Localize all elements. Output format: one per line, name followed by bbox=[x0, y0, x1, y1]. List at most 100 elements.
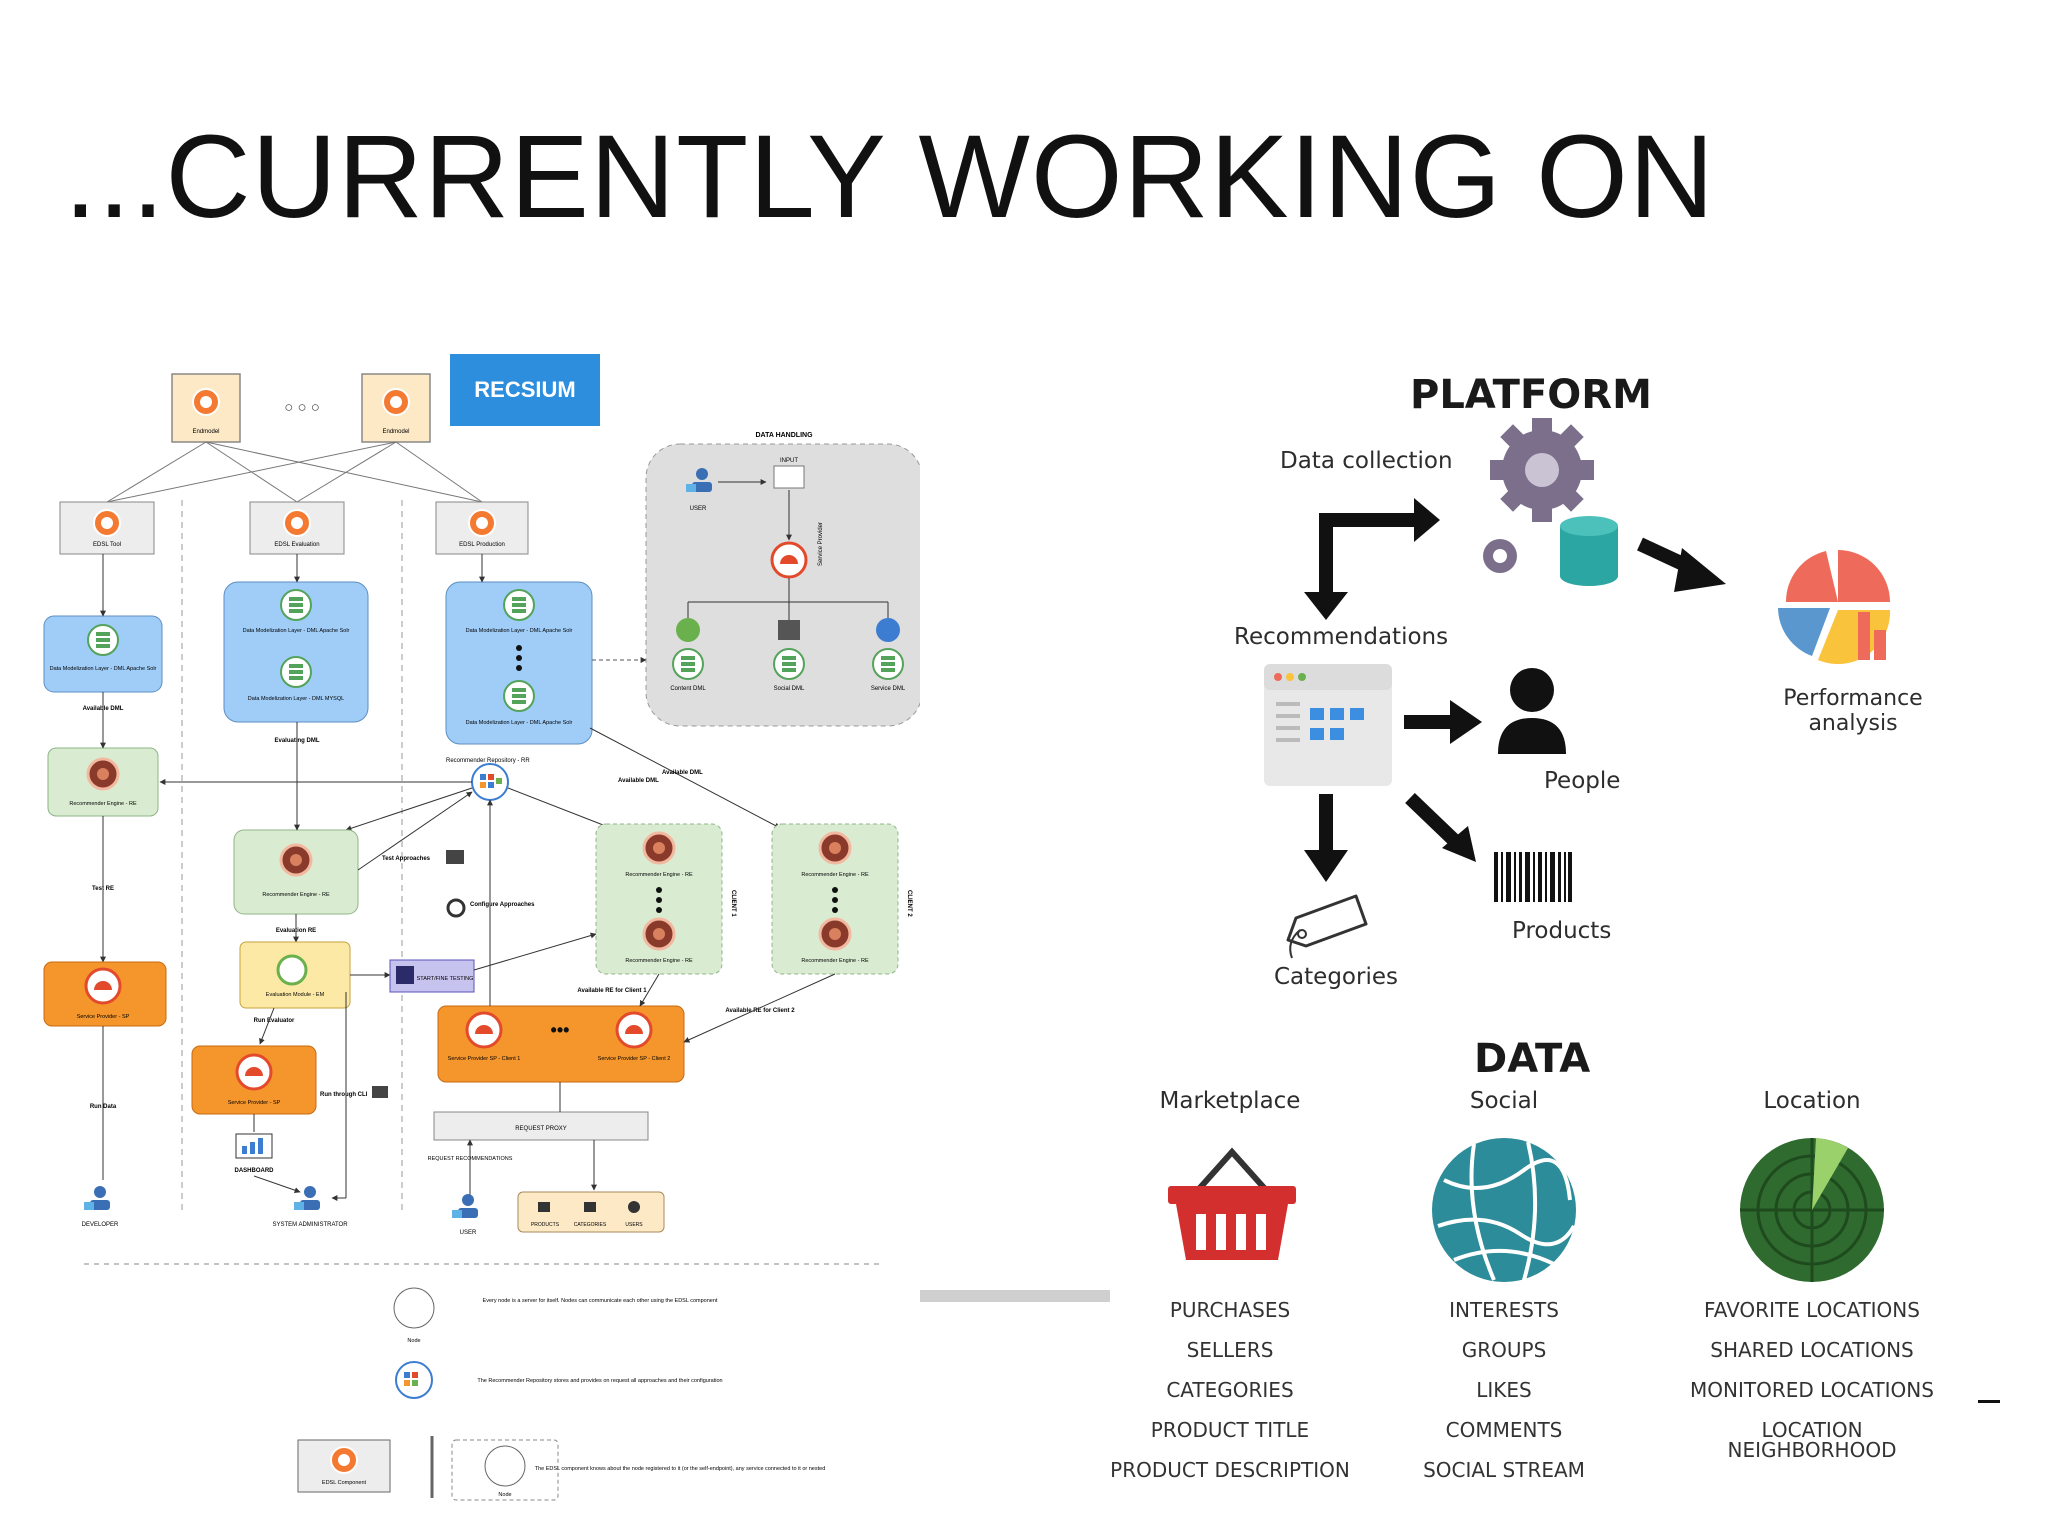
engine-box-2: Endmodel bbox=[361, 373, 431, 443]
dash-mark bbox=[1978, 1400, 2000, 1403]
marketplace-heading: Marketplace bbox=[1159, 1088, 1301, 1114]
database-icon bbox=[1560, 516, 1618, 586]
svg-text:Run Evaluator: Run Evaluator bbox=[254, 1018, 295, 1024]
svg-text:Data Modelization Layer - DML: Data Modelization Layer - DML Apache Sol… bbox=[466, 720, 573, 726]
svg-text:Service Provider SP - Client 2: Service Provider SP - Client 2 bbox=[598, 1056, 671, 1062]
svg-text:Run Data: Run Data bbox=[90, 1104, 117, 1110]
products-label: Products bbox=[1512, 918, 1612, 944]
svg-text:RECSIUM: RECSIUM bbox=[474, 377, 575, 402]
location-items: FAVORITE LOCATIONS SHARED LOCATIONS MONI… bbox=[1690, 1298, 1934, 1462]
svg-text:Node: Node bbox=[498, 1492, 511, 1498]
svg-text:Service Provider - SP: Service Provider - SP bbox=[228, 1100, 281, 1106]
svg-text:Endmodel: Endmodel bbox=[192, 429, 219, 435]
svg-text:Data Modelization Layer - DML: Data Modelization Layer - DML Apache Sol… bbox=[466, 628, 573, 634]
social-items: INTERESTS GROUPS LIKES COMMENTS SOCIAL S… bbox=[1423, 1298, 1585, 1482]
categories-label: Categories bbox=[1274, 964, 1398, 990]
svg-text:Service DML: Service DML bbox=[871, 686, 906, 692]
request-proxy-box: REQUEST PROXY bbox=[433, 1111, 649, 1141]
service-provider-clients: Service Provider SP - Client 1 ••• Servi… bbox=[437, 1005, 685, 1083]
svg-text:REQUEST PROXY: REQUEST PROXY bbox=[515, 1126, 567, 1132]
service-provider-left: Service Provider - SP bbox=[43, 961, 167, 1027]
user-avatar bbox=[452, 1194, 478, 1218]
performance-label: Performance analysis bbox=[1783, 686, 1923, 736]
analysis-arrow bbox=[1637, 537, 1726, 592]
svg-text:Endmodel: Endmodel bbox=[382, 429, 409, 435]
svg-text:Run through CLI: Run through CLI bbox=[320, 1092, 368, 1098]
evaluation-module: Evaluation Module - EM bbox=[239, 941, 351, 1009]
platform-panel: PLATFORM Data collection Recommendations… bbox=[920, 330, 2020, 1530]
svg-text:Available DML: Available DML bbox=[662, 770, 703, 776]
svg-text:Node: Node bbox=[407, 1338, 420, 1344]
svg-text:Recommender Engine - RE: Recommender Engine - RE bbox=[801, 958, 869, 964]
svg-text:START/FINE TESTING: START/FINE TESTING bbox=[417, 976, 474, 982]
people-arrow bbox=[1404, 700, 1482, 744]
svg-text:•••: ••• bbox=[551, 1020, 570, 1040]
svg-text:Available DML: Available DML bbox=[618, 778, 659, 784]
recsium-badge: RECSIUM bbox=[450, 354, 600, 426]
architecture-diagram: Endmodel ○ ○ ○ Endmodel RECSIUM EDSL Too… bbox=[43, 354, 920, 1501]
edsl-box-production: EDSL Production bbox=[435, 501, 529, 555]
svg-text:The Recommender Repository sto: The Recommender Repository stores and pr… bbox=[477, 1378, 722, 1384]
platform-title: PLATFORM bbox=[1410, 372, 1652, 418]
svg-text:USER: USER bbox=[460, 1230, 477, 1236]
pie-chart-icon bbox=[1778, 550, 1891, 665]
svg-text:CATEGORIES: CATEGORIES bbox=[574, 1222, 607, 1228]
svg-text:Service Provider - SP: Service Provider - SP bbox=[77, 1014, 130, 1020]
svg-text:Service Provider SP - Client 1: Service Provider SP - Client 1 bbox=[448, 1056, 521, 1062]
svg-text:PRODUCTS: PRODUCTS bbox=[531, 1222, 560, 1228]
dml-box-right: Data Modelization Layer - DML Apache Sol… bbox=[445, 581, 593, 745]
svg-text:Recommender Engine - RE: Recommender Engine - RE bbox=[625, 958, 693, 964]
barcode-icon bbox=[1494, 852, 1572, 902]
globe-icon bbox=[1432, 1138, 1576, 1282]
engine-box-1: Endmodel bbox=[171, 373, 241, 443]
tag-icon bbox=[1286, 894, 1368, 959]
dml-box-mid: Data Modelization Layer - DML Apache Sol… bbox=[223, 581, 369, 723]
rec-engine-left: Recommender Engine - RE bbox=[47, 747, 159, 817]
dml-box-left: Data Modelization Layer - DML Apache Sol… bbox=[43, 615, 163, 693]
svg-text:EDSL Component: EDSL Component bbox=[322, 1480, 367, 1486]
person-icon bbox=[1498, 668, 1566, 754]
svg-text:Available RE for Client 1: Available RE for Client 1 bbox=[577, 988, 647, 994]
grey-band bbox=[920, 1290, 1110, 1302]
svg-text:Test Approaches: Test Approaches bbox=[382, 856, 431, 862]
developer-avatar bbox=[84, 1186, 110, 1210]
svg-text:DEVELOPER: DEVELOPER bbox=[82, 1222, 119, 1228]
client-2-group: Recommender Engine - RE Recommender Engi… bbox=[771, 823, 912, 975]
svg-text:Evaluation Module - EM: Evaluation Module - EM bbox=[266, 992, 325, 998]
location-heading: Location bbox=[1763, 1088, 1861, 1114]
browser-window-icon bbox=[1264, 664, 1392, 786]
svg-text:DATA HANDLING: DATA HANDLING bbox=[755, 432, 813, 439]
legend: Node Every node is a server for itself. … bbox=[297, 1287, 826, 1501]
radar-icon bbox=[1740, 1138, 1884, 1282]
data-collection-label: Data collection bbox=[1280, 448, 1453, 474]
svg-text:EDSL Production: EDSL Production bbox=[459, 542, 505, 548]
svg-text:Recommender Engine - RE: Recommender Engine - RE bbox=[801, 872, 869, 878]
svg-text:USERS: USERS bbox=[625, 1222, 643, 1228]
marketplace-items: PURCHASES SELLERS CATEGORIES PRODUCT TIT… bbox=[1110, 1298, 1350, 1482]
basket-icon bbox=[1168, 1147, 1296, 1260]
products-arrow bbox=[1405, 792, 1476, 862]
svg-text:Data Modelization Layer - DML: Data Modelization Layer - DML MYSQL bbox=[248, 696, 344, 702]
svg-text:EDSL Evaluation: EDSL Evaluation bbox=[274, 542, 319, 548]
dashboard-icon: DASHBOARD bbox=[235, 1133, 274, 1174]
slide-title: ...CURRENTLY WORKING ON bbox=[64, 111, 1716, 243]
svg-text:USER: USER bbox=[690, 506, 707, 512]
gear-icon bbox=[446, 898, 466, 918]
svg-text:Data Modelization Layer - DML: Data Modelization Layer - DML Apache Sol… bbox=[243, 628, 350, 634]
data-title: DATA bbox=[1474, 1036, 1591, 1082]
recommendations-label: Recommendations bbox=[1234, 624, 1449, 650]
rec-engine-mid: Recommender Engine - RE bbox=[233, 829, 359, 915]
engine-ellipsis: ○ ○ ○ bbox=[284, 399, 320, 416]
svg-text:CLIENT 2: CLIENT 2 bbox=[906, 890, 912, 917]
data-collection-arrow bbox=[1304, 498, 1440, 620]
svg-text:Data Modelization Layer - DML: Data Modelization Layer - DML Apache Sol… bbox=[50, 666, 157, 672]
svg-text:CLIENT 1: CLIENT 1 bbox=[730, 890, 736, 917]
client-1-group: Recommender Engine - RE Recommender Engi… bbox=[595, 823, 736, 975]
results-box: PRODUCTS CATEGORIES USERS bbox=[517, 1191, 665, 1233]
service-provider-mid: Service Provider - SP bbox=[191, 1045, 317, 1115]
data-handling-panel: DATA HANDLING USER INPUT Service Provide… bbox=[645, 432, 920, 727]
people-label: People bbox=[1544, 768, 1621, 794]
svg-text:EDSL Tool: EDSL Tool bbox=[93, 542, 121, 548]
svg-text:The EDSL component knows about: The EDSL component knows about the node … bbox=[535, 1466, 826, 1472]
social-heading: Social bbox=[1469, 1088, 1539, 1114]
